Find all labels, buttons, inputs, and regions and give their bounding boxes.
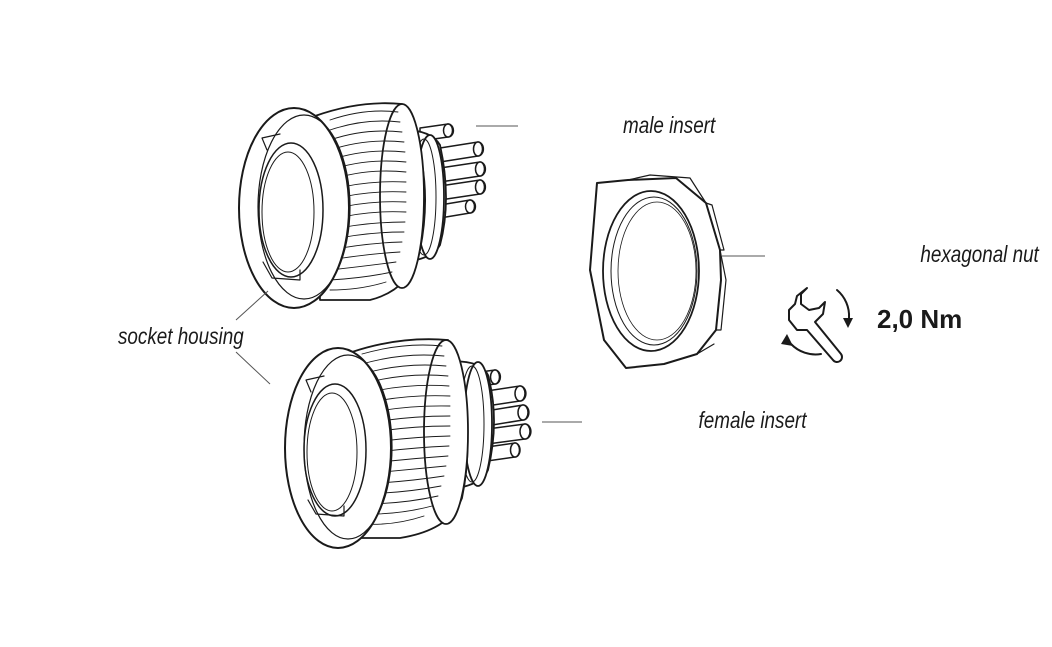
leader-lines (235, 125, 765, 423)
socket-housing-label: socket housing (118, 324, 244, 349)
leader-socket-lower (235, 351, 271, 385)
torque-value: 2,0 Nm (877, 304, 962, 334)
wrench-rotate-icon (781, 287, 853, 363)
upper-socket-housing (238, 102, 487, 309)
male-insert-label: male insert (623, 113, 716, 138)
female-insert-label: female insert (699, 408, 808, 433)
leader-socket-upper (235, 290, 269, 321)
lower-socket-housing (284, 338, 532, 549)
hexagonal-nut (589, 174, 727, 369)
hexagonal-nut-label: hexagonal nut (920, 242, 1039, 267)
male-insert-pins (419, 123, 487, 219)
